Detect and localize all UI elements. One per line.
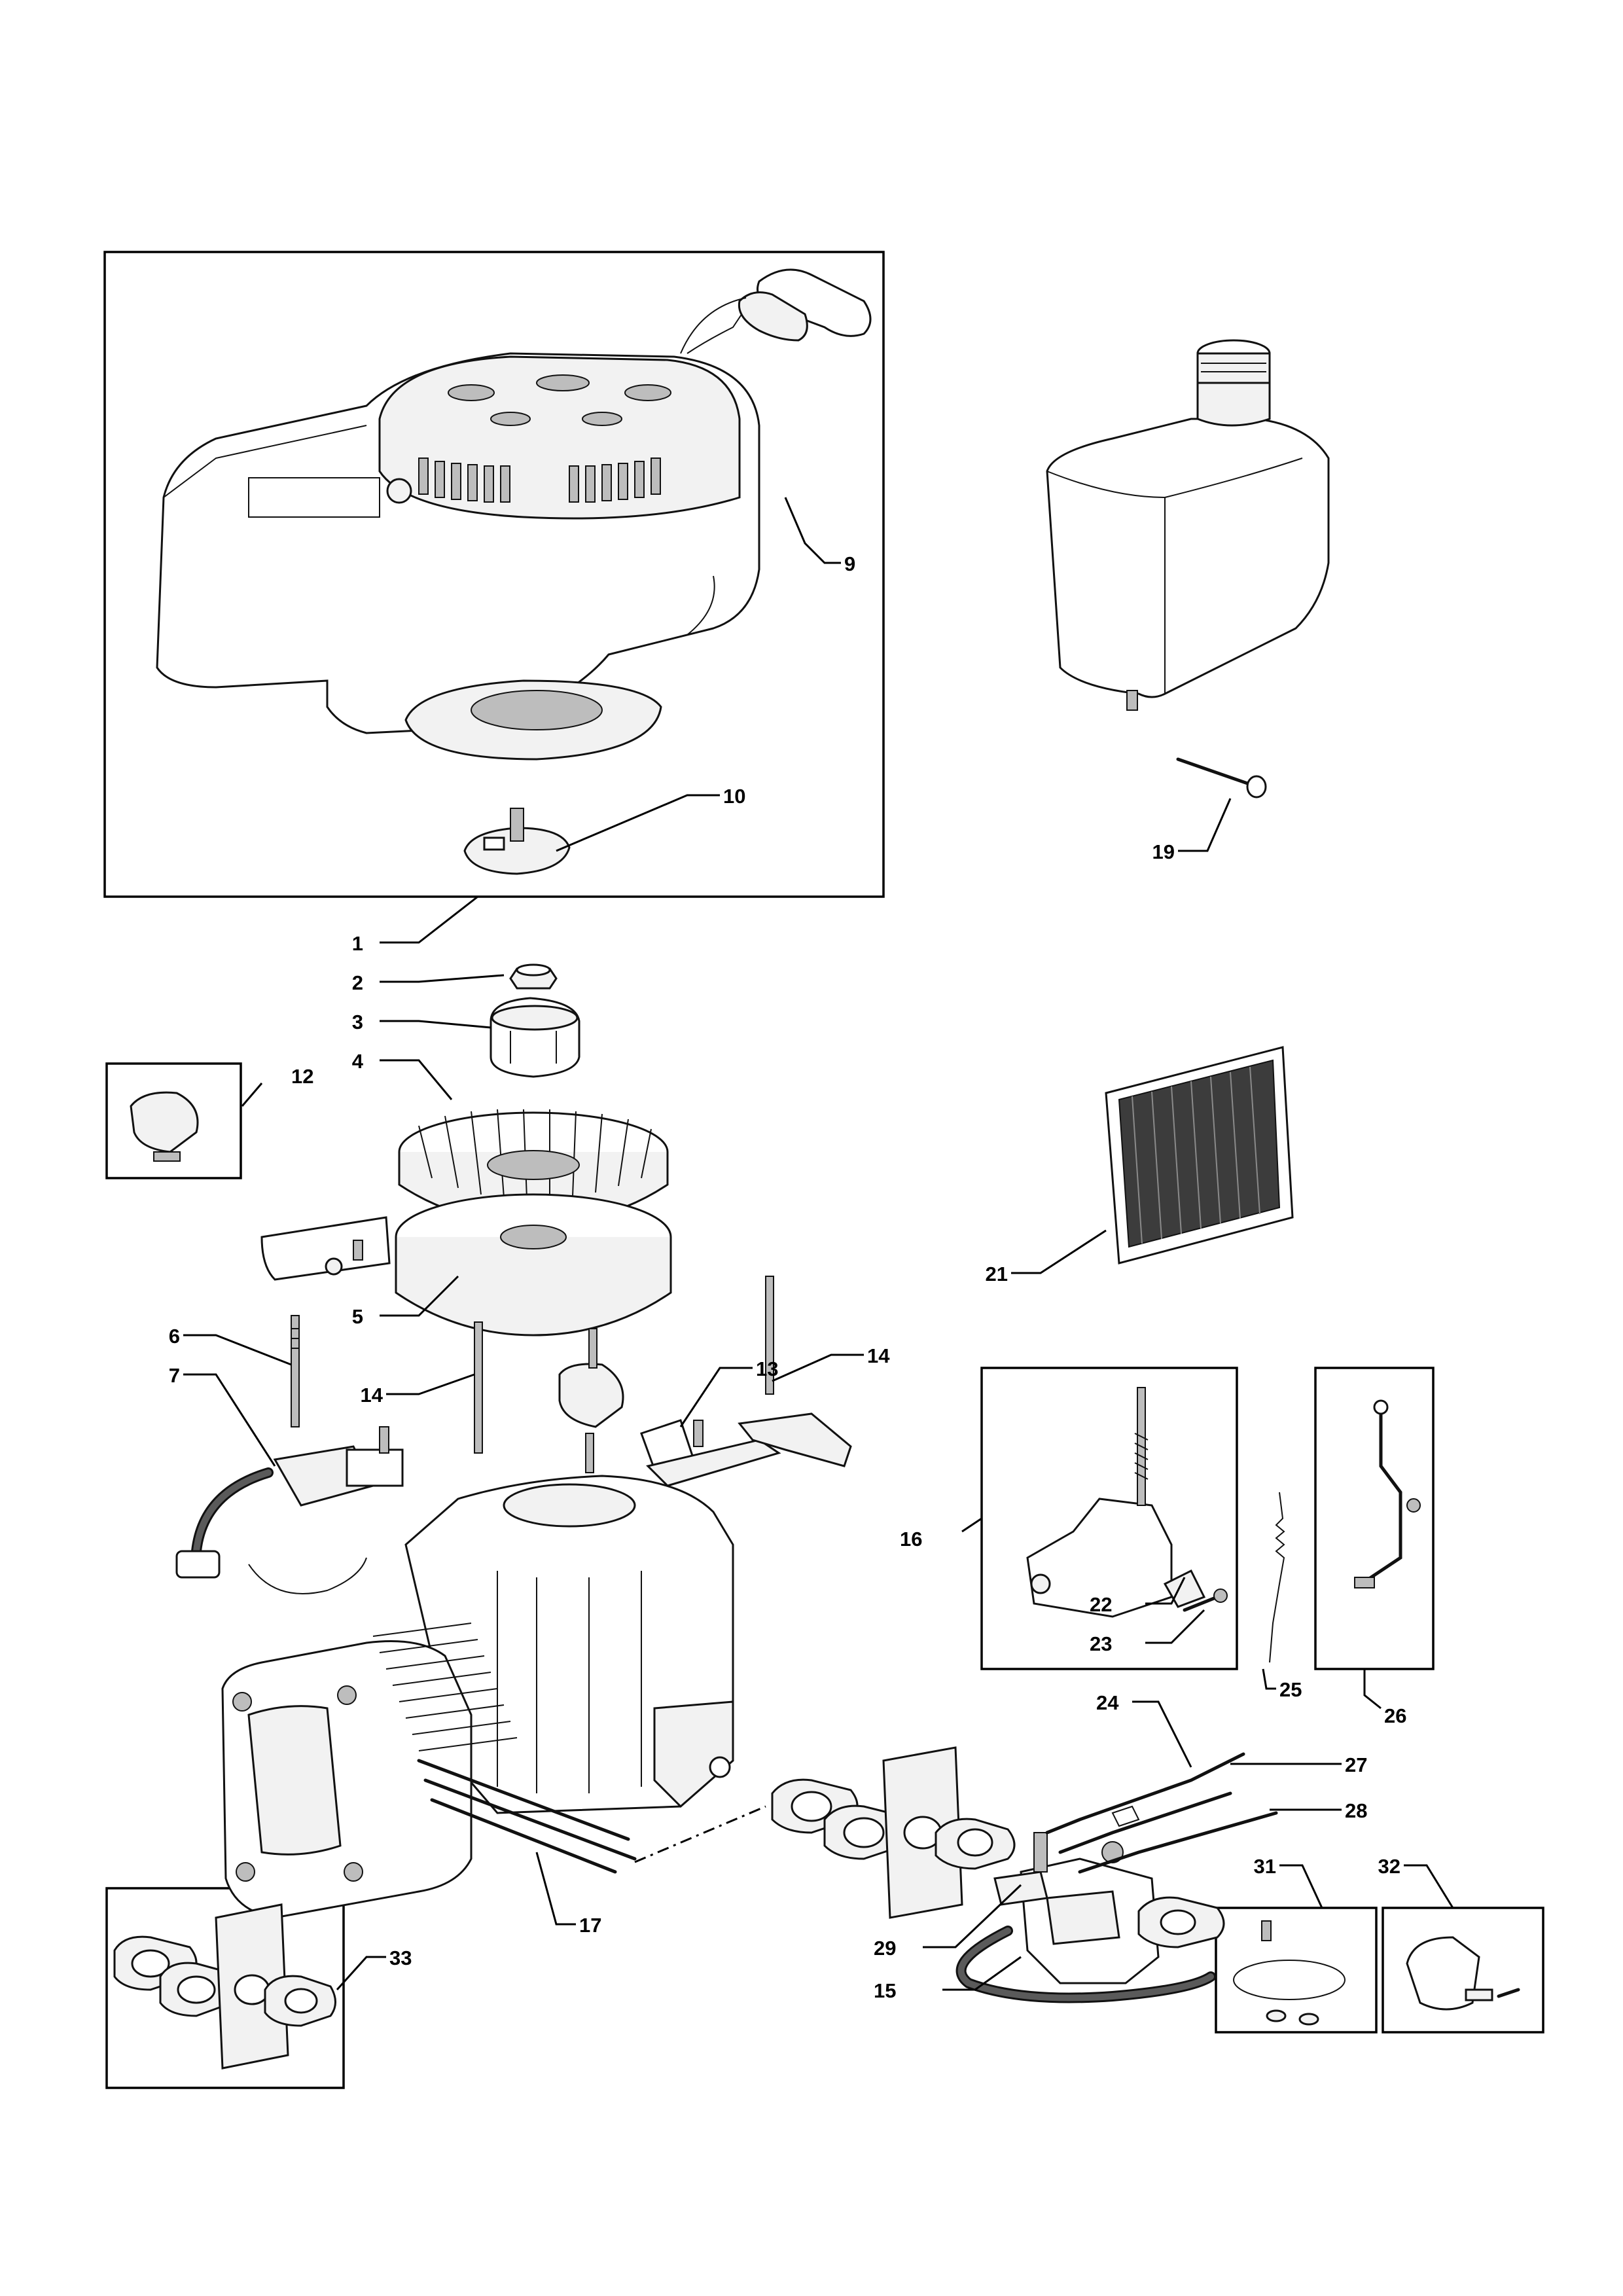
callout-labels: 1 2 3 4 5 6 7 9 10 12 13 14 14 15 16 17 … <box>169 552 1407 2002</box>
air-filter-21 <box>1105 1046 1294 1265</box>
flywheel-nut-2 <box>509 963 558 990</box>
fuel-line <box>955 1926 1216 2003</box>
callout-24: 24 <box>1096 1691 1119 1714</box>
callout-19: 19 <box>1152 840 1175 863</box>
housing-vent-slots <box>418 374 671 503</box>
kit-32-frame <box>1382 1907 1544 2034</box>
callout-5: 5 <box>352 1305 363 1328</box>
callout-7: 7 <box>169 1364 180 1387</box>
callout-27: 27 <box>1345 1753 1367 1776</box>
engine-crankcase <box>404 1475 734 1814</box>
governor-bracket-16 <box>1026 1387 1206 1618</box>
callout-29: 29 <box>874 1937 896 1960</box>
ignition-coil-7 <box>175 1426 404 1594</box>
callout-4: 4 <box>352 1050 364 1073</box>
starter-handle <box>680 268 872 354</box>
lever-26 <box>1354 1399 1421 1588</box>
callout-26: 26 <box>1384 1704 1406 1727</box>
kit-12-part <box>130 1091 199 1162</box>
recoil-starter-assembly-frame <box>103 251 885 898</box>
kit-12-frame <box>105 1062 242 1179</box>
callout-14-right: 14 <box>867 1344 890 1367</box>
spring-25 <box>1269 1492 1285 1663</box>
callout-2: 2 <box>352 971 363 994</box>
intake-alignment-dashline <box>634 1805 766 1863</box>
callout-22: 22 <box>1090 1593 1112 1616</box>
stud-14-left <box>474 1321 483 1454</box>
callout-32: 32 <box>1378 1855 1400 1878</box>
callout-31: 31 <box>1254 1855 1276 1878</box>
fuel-tank <box>1046 339 1330 711</box>
callout-3: 3 <box>352 1011 363 1033</box>
leader-lines <box>183 497 1454 1991</box>
callout-1: 1 <box>352 932 363 955</box>
kit-26-frame <box>1314 1367 1435 1670</box>
recoil-starter-housing <box>156 307 760 761</box>
flywheel-5 <box>395 1193 672 1336</box>
callout-15: 15 <box>874 1979 896 2002</box>
callout-23: 23 <box>1090 1632 1112 1655</box>
stud-6 <box>291 1315 300 1427</box>
callout-14-left: 14 <box>361 1384 383 1407</box>
carburetor-15 <box>993 1832 1225 1984</box>
kit-32-parts <box>1406 1936 1520 2011</box>
stud-14-right <box>738 1276 852 1467</box>
screw-23 <box>1183 1588 1228 1612</box>
kit-31-frame <box>1215 1907 1378 2034</box>
callout-17: 17 <box>579 1914 601 1937</box>
callout-25: 25 <box>1279 1678 1302 1701</box>
ignition-module-bracket <box>558 1328 624 1473</box>
callout-13: 13 <box>756 1357 778 1380</box>
engine-cylinder-head <box>221 1623 518 1919</box>
gasket-kit-33-frame <box>105 1887 345 2089</box>
callout-28: 28 <box>1345 1799 1367 1822</box>
intake-gasket-set <box>771 1746 1016 1919</box>
callout-21: 21 <box>986 1263 1008 1285</box>
cooling-fan-4 <box>398 1109 669 1225</box>
starter-cup-3 <box>490 997 580 1078</box>
kit-33-gaskets <box>113 1903 336 2070</box>
callout-16: 16 <box>900 1528 922 1551</box>
kill-switch-13 <box>640 1419 781 1487</box>
ignition-shroud-plate <box>260 1216 391 1281</box>
linkage-rods <box>1045 1752 1278 1874</box>
head-bolts-17 <box>417 1759 637 1874</box>
callout-10: 10 <box>723 785 745 808</box>
callout-6: 6 <box>169 1325 180 1348</box>
callout-9: 9 <box>844 552 855 575</box>
callout-12: 12 <box>291 1065 313 1088</box>
callout-33: 33 <box>389 1946 412 1969</box>
starter-pawl-10 <box>463 808 571 875</box>
kit-31-parts <box>1233 1920 1346 2026</box>
fuel-tank-bolt-19 <box>1176 757 1267 798</box>
